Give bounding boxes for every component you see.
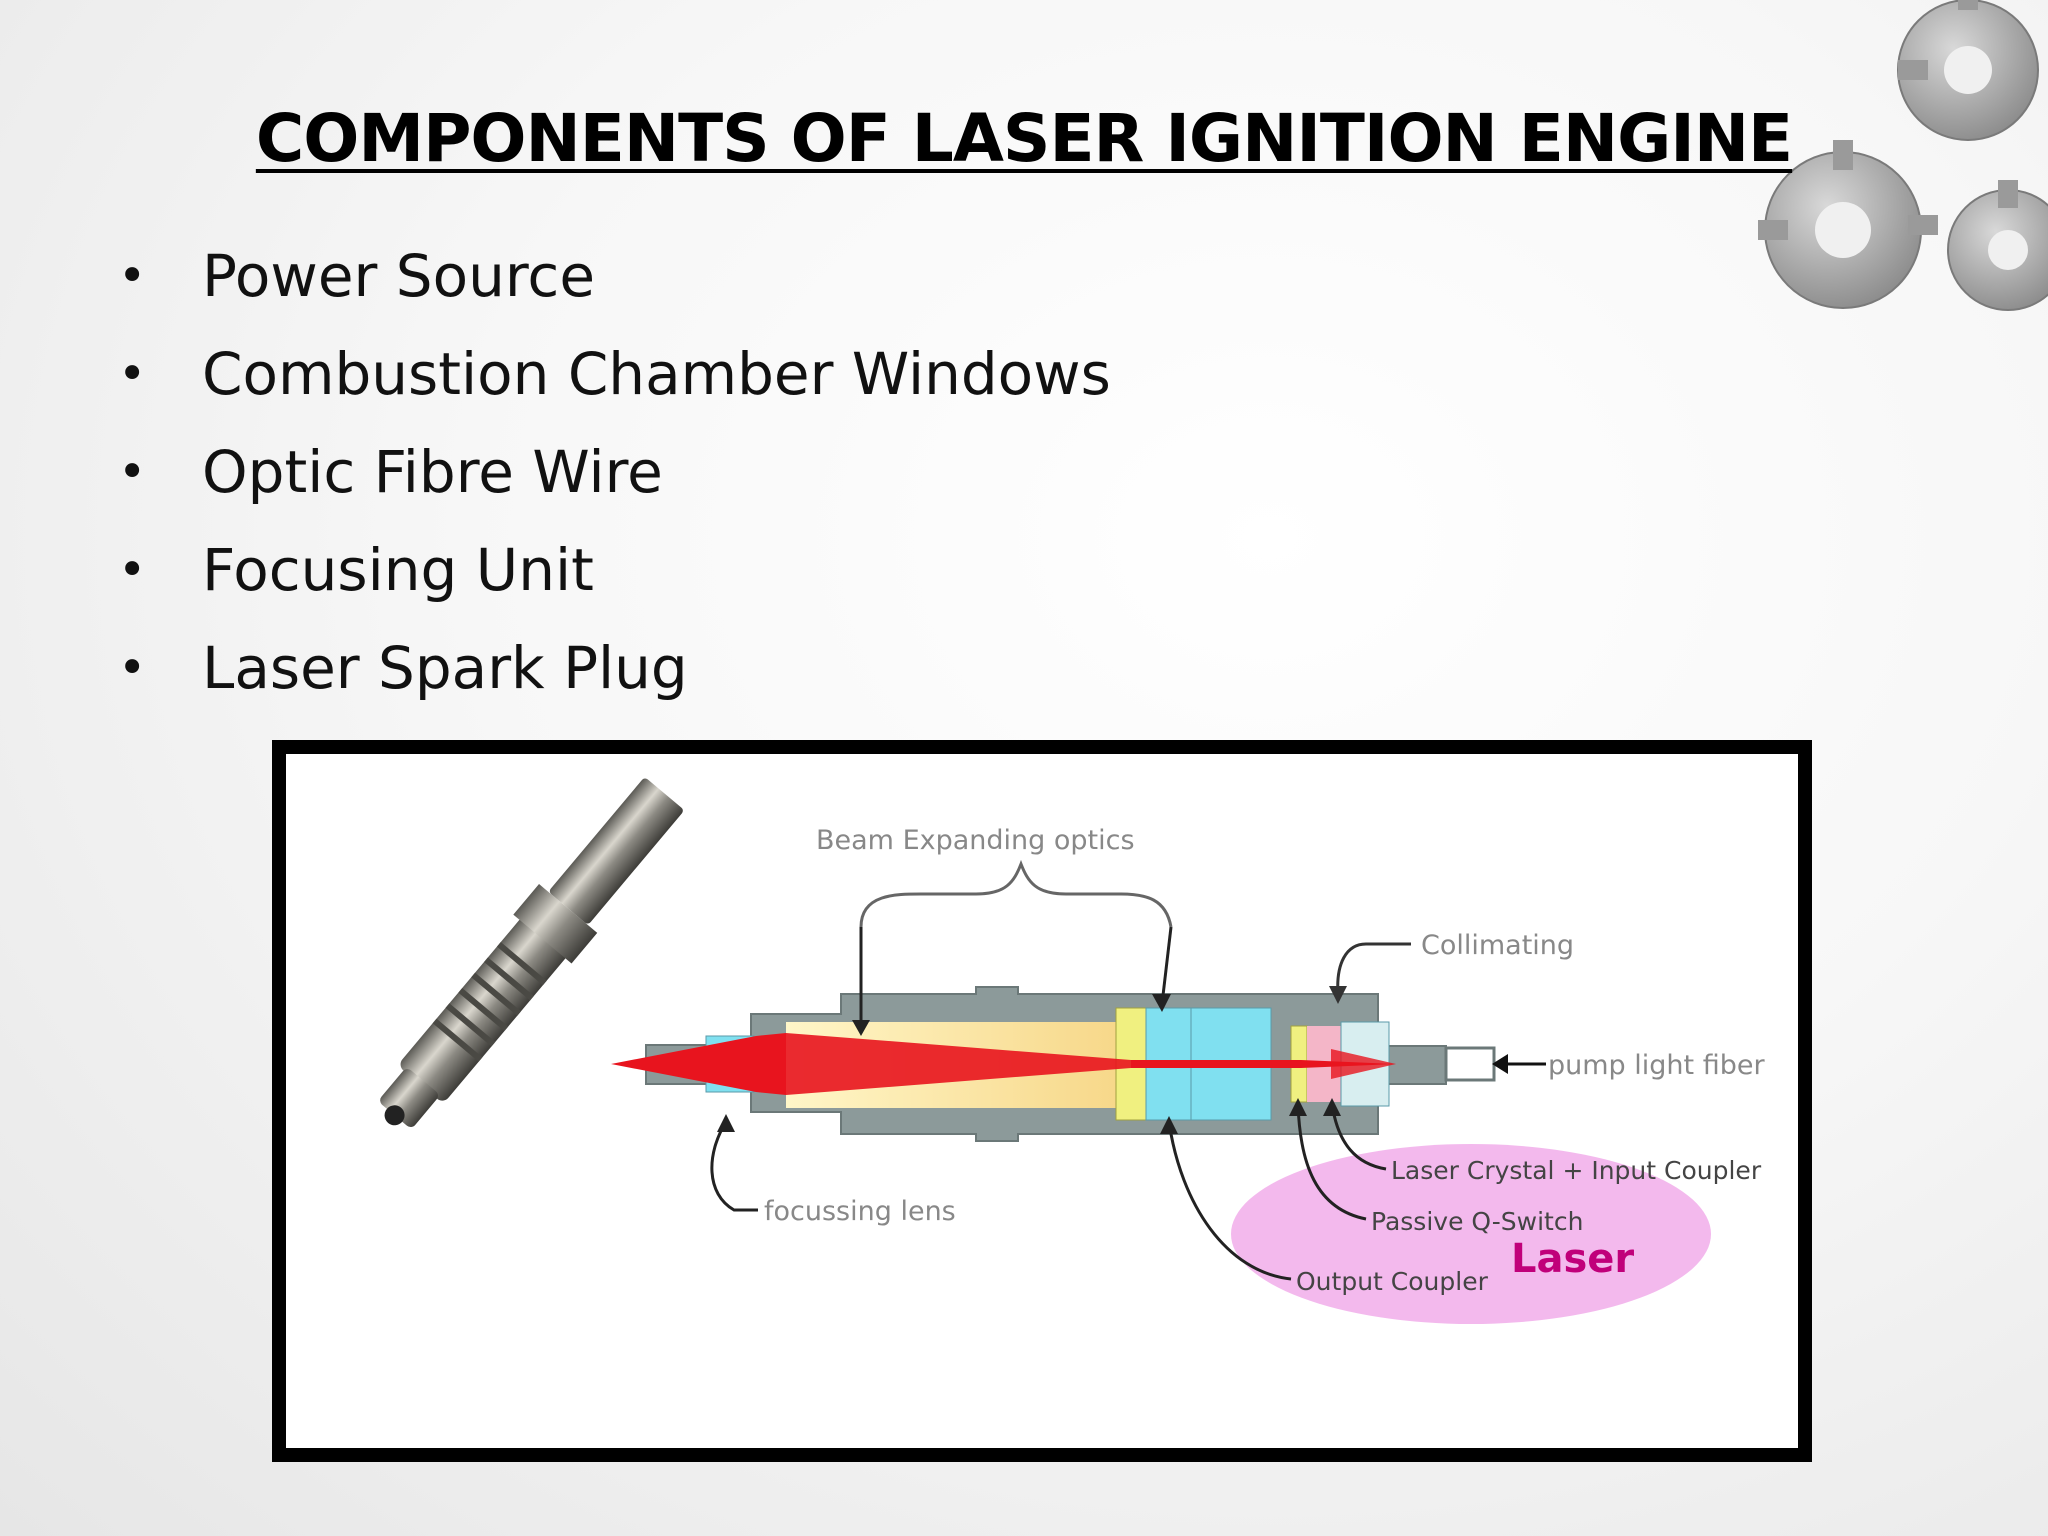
- label-q-switch: Passive Q-Switch: [1371, 1207, 1583, 1236]
- label-beam-expanding: Beam Expanding optics: [816, 825, 1135, 856]
- list-item: Combustion Chamber Windows: [118, 334, 1111, 432]
- laser-spark-plug-diagram: Beam Expanding optics Collimating pump l…: [272, 740, 1812, 1462]
- brace-icon: [859, 859, 1173, 928]
- list-item: Power Source: [118, 236, 1111, 334]
- laser-beam: [611, 1033, 1396, 1095]
- slide-title: COMPONENTS OF LASER IGNITION ENGINE: [255, 100, 1793, 177]
- laser-region: [1231, 1144, 1711, 1324]
- list-item: Laser Spark Plug: [118, 628, 1111, 726]
- label-pump-fiber: pump light fiber: [1548, 1050, 1765, 1081]
- gear-decoration-icon: [1758, 0, 2048, 311]
- label-laser: Laser: [1511, 1236, 1634, 1282]
- list-item: Focusing Unit: [118, 530, 1111, 628]
- spark-plug-image: [380, 778, 683, 1127]
- pump-fiber: [1444, 1046, 1496, 1082]
- label-laser-crystal: Laser Crystal + Input Coupler: [1391, 1156, 1762, 1185]
- label-focussing-lens: focussing lens: [764, 1196, 956, 1227]
- component-list: Power Source Combustion Chamber Windows …: [118, 236, 1111, 726]
- label-output-coupler: Output Coupler: [1296, 1267, 1489, 1296]
- label-collimating: Collimating: [1421, 930, 1574, 961]
- list-item: Optic Fibre Wire: [118, 432, 1111, 530]
